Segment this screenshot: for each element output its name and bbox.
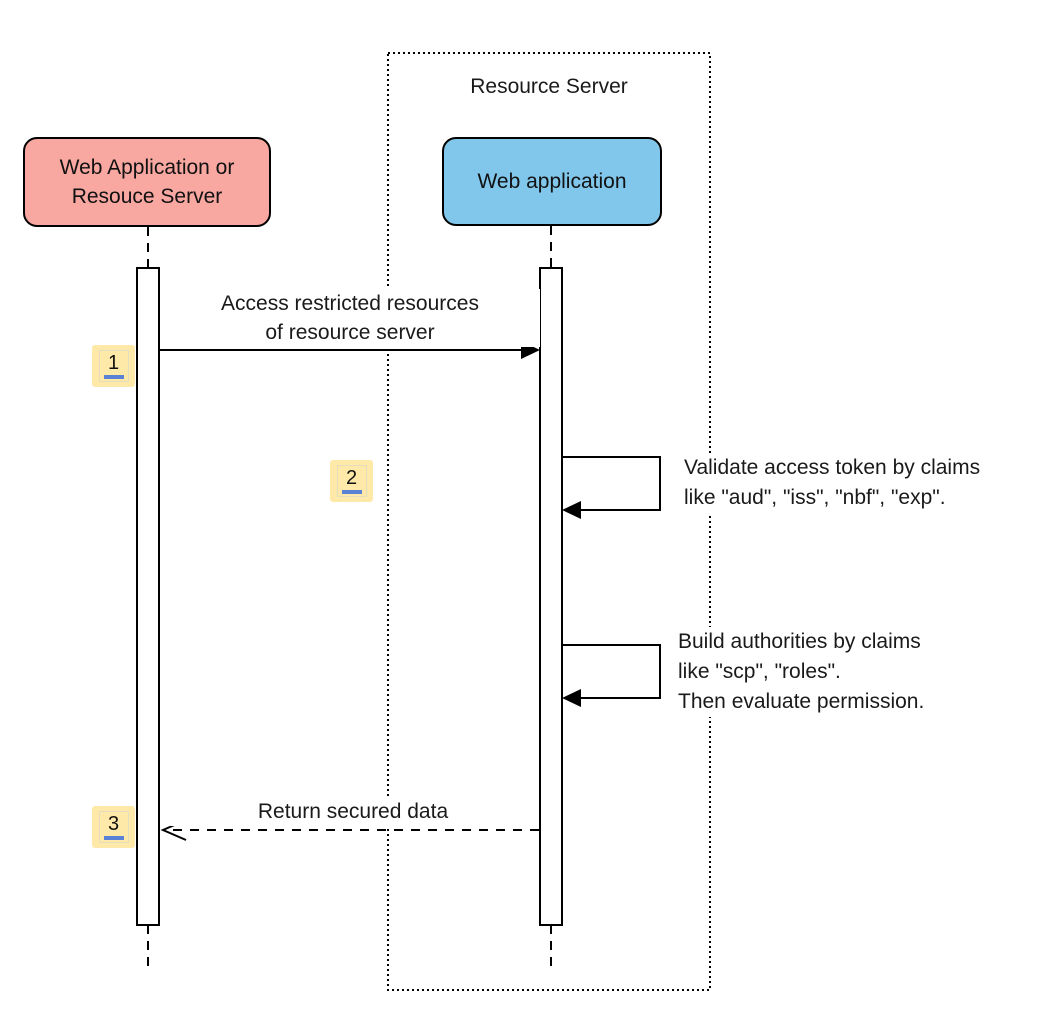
frame-title: Resource Server <box>470 75 628 98</box>
message2-label: Validate access token by claims like "au… <box>682 453 983 513</box>
message4-number-inner: 3 <box>98 811 129 843</box>
client-activation-bar <box>136 267 160 926</box>
message1-number-inner: 1 <box>98 350 129 382</box>
message1-label: Access restricted resources of resource … <box>160 289 540 347</box>
participant-client-label-line1: Web Application or <box>59 156 235 179</box>
message2-number-underline <box>341 490 362 494</box>
message3-label-line1: Build authorities by claims <box>678 630 921 653</box>
message2-label-line1: Validate access token by claims <box>684 456 981 479</box>
participant-server-box: Web application <box>442 137 662 226</box>
message3-label-line3: Then evaluate permission. <box>678 690 925 713</box>
message4-number-badge: 3 <box>92 806 135 848</box>
message2-label-line2: like "aud", "iss", "nbf", "exp". <box>684 486 946 509</box>
message1-number-badge: 1 <box>92 345 135 387</box>
message1-number-underline <box>103 375 124 379</box>
message2-arrowhead <box>562 501 581 519</box>
message4-number: 3 <box>107 813 120 835</box>
resource-server-frame <box>387 52 711 991</box>
message2-number: 2 <box>345 467 358 489</box>
participant-server-label: Web application <box>477 170 627 193</box>
message3-arrowhead <box>562 689 581 707</box>
message2-number-badge: 2 <box>330 460 373 502</box>
message3-selfcall-line <box>562 644 661 699</box>
message1-number: 1 <box>107 352 120 374</box>
participant-client-box: Web Application or Resouce Server <box>23 137 271 227</box>
message3-label-line2: like "scp", "roles". <box>678 660 841 683</box>
message2-selfcall-line <box>562 456 661 511</box>
message1-label-line1: Access restricted resources <box>221 292 479 315</box>
message1-label-line2: of resource server <box>265 321 435 344</box>
message2-number-inner: 2 <box>336 465 367 497</box>
message4-label-text: Return secured data <box>257 800 449 823</box>
server-activation-bar <box>539 267 563 926</box>
message4-label: Return secured data <box>170 797 536 826</box>
message3-label: Build authorities by claims like "scp", … <box>676 627 927 717</box>
participant-client-label-line2: Resouce Server <box>71 185 223 208</box>
message4-number-underline <box>103 836 124 840</box>
